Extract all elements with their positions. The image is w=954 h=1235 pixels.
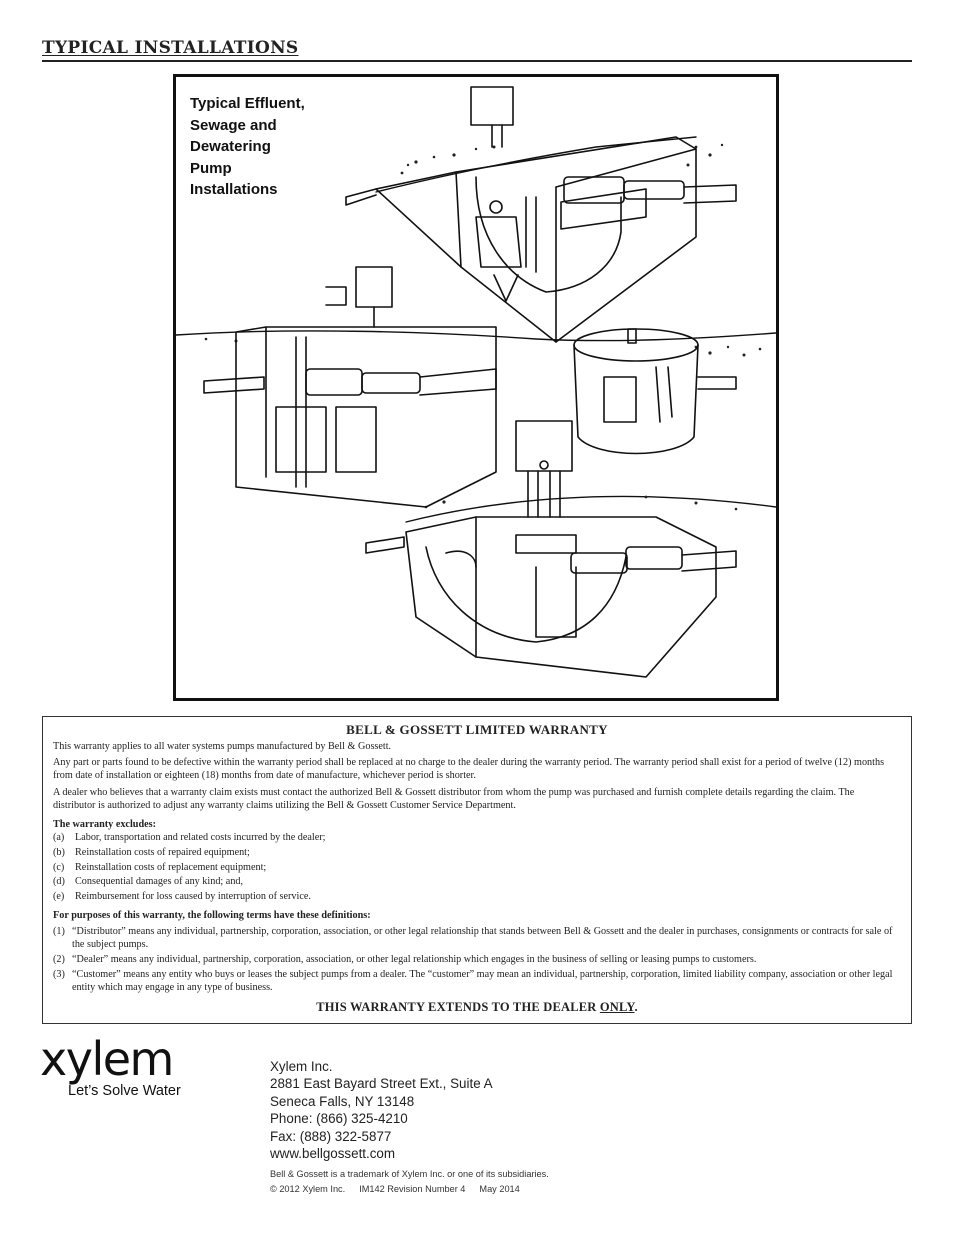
list-item: (a) Labor, transportation and related cos…	[53, 831, 895, 846]
section-title: TYPICAL INSTALLATIONS	[42, 38, 299, 58]
list-item-text: Reinstallation costs of repaired equipme…	[75, 846, 250, 858]
warranty-paragraph-1: Any part or parts found to be defective …	[53, 757, 885, 782]
list-item-label: (1)	[53, 926, 65, 937]
list-item: (1) “Distributor” means any individual, p…	[53, 925, 895, 951]
list-item: (2) “Dealer” means any individual, partne…	[53, 953, 895, 966]
list-item-text: Reimbursement for loss caused by interru…	[75, 891, 311, 903]
street-address: 2881 East Bayard Street Ext., Suite A	[270, 1076, 493, 1092]
warranty-footer-suffix: .	[634, 1000, 638, 1014]
list-item-text: Reinstallation costs of replacement equi…	[75, 861, 267, 873]
list-item: (d) Consequential damages of any kind; an…	[53, 875, 895, 890]
list-item-label: (e)	[53, 891, 65, 903]
trademark-notice: Bell & Gossett is a trademark of Xylem I…	[270, 1169, 549, 1179]
list-item-text: “Dealer” means any individual, partnersh…	[72, 953, 757, 965]
list-item-label: (d)	[53, 876, 65, 888]
list-item-text: Labor, transportation and related costs …	[75, 832, 326, 843]
excludes-heading: The warranty excludes:	[53, 819, 156, 830]
document-info: © 2012 Xylem Inc. IM142 Revision Number 4…	[270, 1184, 534, 1194]
list-item-text: “Distributor” means any individual, part…	[72, 926, 893, 951]
warranty-intro: This warranty applies to all water syste…	[53, 741, 392, 752]
list-item: (3) “Customer” means any entity who buys …	[53, 968, 895, 994]
list-item: (e) Reimbursement for loss caused by inte…	[53, 890, 895, 905]
warranty-box: BELL & GOSSETT LIMITED WARRANTY This war…	[42, 716, 912, 1024]
list-item: (b) Reinstallation costs of repaired equi…	[53, 846, 895, 861]
list-item-label: (3)	[53, 968, 65, 980]
pump-installations-illustration	[176, 86, 776, 678]
definitions-heading: For purposes of this warranty, the follo…	[53, 910, 371, 921]
installation-figure: Typical Effluent, Sewage and Dewatering …	[173, 74, 779, 701]
phone-number: Phone: (866) 325-4210	[270, 1111, 408, 1127]
warranty-footer-prefix: THIS WARRANTY EXTENDS TO THE DEALER	[316, 1000, 600, 1014]
website-link[interactable]: www.bellgossett.com	[270, 1146, 396, 1162]
excludes-list: (a) Labor, transportation and related cos…	[53, 831, 895, 905]
section-divider	[42, 60, 912, 62]
warranty-footer-emphasis: ONLY	[599, 1000, 635, 1014]
document-number: IM142 Revision Number 4	[359, 1184, 466, 1194]
list-item-label: (2)	[53, 953, 65, 965]
definitions-list: (1) “Distributor” means any individual, p…	[53, 925, 895, 996]
company-name: Xylem Inc.	[270, 1059, 333, 1074]
address-block: Xylem Inc. 2881 East Bayard Street Ext.,…	[270, 1058, 493, 1162]
xylem-logo[interactable]: xylem	[40, 1032, 174, 1086]
list-item: (c) Reinstallation costs of replacement e…	[53, 861, 895, 876]
warranty-paragraph-2: A dealer who believes that a warranty cl…	[53, 787, 855, 812]
document-date: May 2014	[479, 1184, 520, 1194]
list-item-label: (b)	[53, 846, 65, 858]
fax-number: Fax: (888) 322-5877	[270, 1128, 392, 1144]
copyright: © 2012 Xylem Inc.	[270, 1184, 346, 1194]
warranty-footer: THIS WARRANTY EXTENDS TO THE DEALER ONLY…	[43, 1000, 911, 1015]
logo-tagline: Let’s Solve Water	[68, 1083, 181, 1099]
list-item-text: “Customer” means any entity who buys or …	[72, 968, 893, 993]
list-item-label: (c)	[53, 861, 65, 873]
city-state-zip: Seneca Falls, NY 13148	[270, 1093, 415, 1109]
list-item-label: (a)	[53, 832, 65, 843]
figure-caption: Typical Effluent, Sewage and Dewatering …	[190, 95, 305, 198]
list-item-text: Consequential damages of any kind; and,	[75, 876, 244, 888]
warranty-title: BELL & GOSSETT LIMITED WARRANTY	[346, 722, 608, 737]
